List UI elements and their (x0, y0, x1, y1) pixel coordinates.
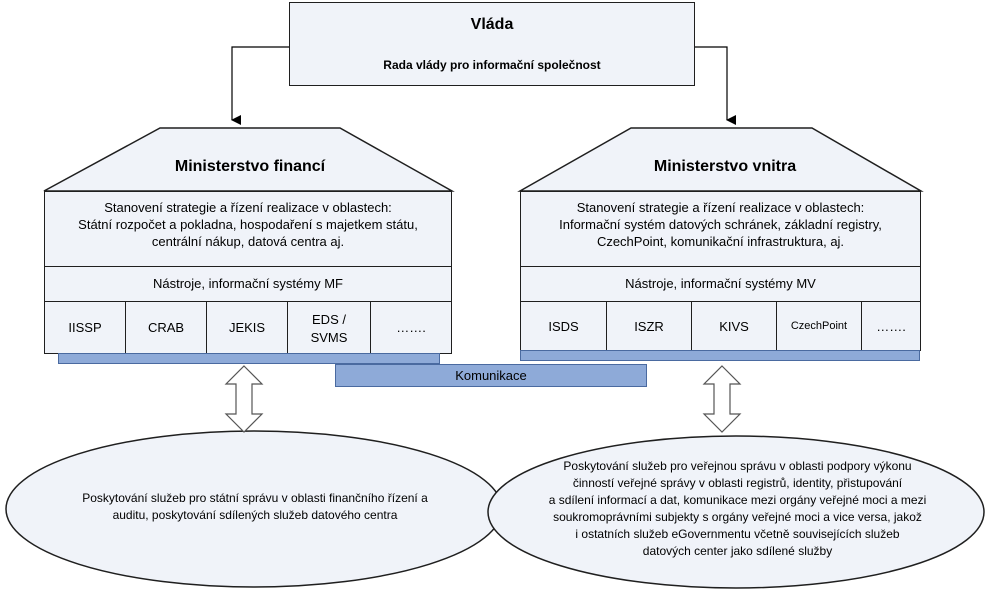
mf-system-svms: SVMS (310, 329, 348, 345)
left-ellipse-text: Poskytování služeb pro státní správu v o… (30, 490, 480, 524)
mv-comm-bar (520, 350, 920, 361)
mf-tools-label: Nástroje, informační systémy MF (44, 266, 452, 302)
mf-system-crab: CRAB (125, 301, 207, 354)
mf-comm-bar (58, 353, 440, 364)
right-ellipse-line-2: činností veřejné správy v oblasti regist… (572, 476, 903, 490)
mf-system-eds-svms: EDS / SVMS (287, 301, 371, 354)
mv-title: Ministerstvo vnitra (653, 158, 797, 175)
right-ellipse-text: Poskytování služeb pro veřejnou správu v… (500, 458, 975, 560)
right-ellipse-line-1: Poskytování služeb pro veřejnou správu v… (563, 459, 912, 473)
right-ellipse-line-6: datových center jako sdílené služby (642, 544, 833, 558)
left-ellipse-line-1: Poskytování služeb pro státní správu v o… (82, 491, 428, 505)
komunikace-bar: Komunikace (335, 364, 647, 387)
vlada-title: Vláda (470, 16, 514, 33)
mv-system-kivs: KIVS (691, 301, 777, 351)
right-ellipse-line-5: i ostatních služeb eGovernmentu včetně s… (575, 527, 900, 541)
mv-system-czechpoint: CzechPoint (776, 301, 862, 351)
mv-strategy-line-1: Stanovení strategie a řízení realizace v… (576, 200, 865, 215)
left-ellipse-line-2: auditu, poskytování sdílených služeb dat… (112, 508, 398, 522)
vlada-subtitle: Rada vlády pro informační společnost (383, 58, 601, 72)
mv-tools-label: Nástroje, informační systémy MV (520, 266, 921, 302)
mf-system-iissp: IISSP (44, 301, 126, 354)
mf-strategy-line-2: Státní rozpočet a pokladna, hospodaření … (78, 217, 418, 232)
mv-system-iszr: ISZR (606, 301, 692, 351)
mf-system-eds: EDS / (312, 311, 346, 327)
right-ellipse-line-3: a sdílení informací a dat, komunikace me… (548, 493, 927, 507)
left-double-arrow (224, 365, 264, 433)
mv-system-more: ……. (861, 301, 921, 351)
mv-strategy-line-2: Informační systém datových schránek, zák… (559, 217, 882, 232)
mf-system-jekis: JEKIS (206, 301, 288, 354)
mf-strategy-line-3: centrální nákup, datová centra aj. (151, 234, 345, 249)
mf-strategy-box: Stanovení strategie a řízení realizace v… (44, 191, 452, 267)
mv-system-isds: ISDS (520, 301, 607, 351)
vlada-box: Vláda Rada vlády pro informační společno… (289, 2, 695, 86)
right-ellipse (487, 435, 985, 589)
mf-strategy-line-1: Stanovení strategie a řízení realizace v… (104, 200, 392, 215)
mv-strategy-box: Stanovení strategie a řízení realizace v… (520, 191, 921, 267)
connector-vlada-mf (231, 46, 289, 125)
right-double-arrow (702, 365, 742, 433)
komunikace-label: Komunikace (455, 368, 527, 383)
mv-strategy-line-3: CzechPoint, komunikační infrastruktura, … (596, 234, 845, 249)
connector-vlada-mv (695, 46, 736, 125)
mf-title: Ministerstvo financí (174, 158, 326, 175)
mf-system-more: ……. (370, 301, 452, 354)
right-ellipse-line-4: soukromoprávními subjekty s orgány veřej… (553, 510, 922, 524)
